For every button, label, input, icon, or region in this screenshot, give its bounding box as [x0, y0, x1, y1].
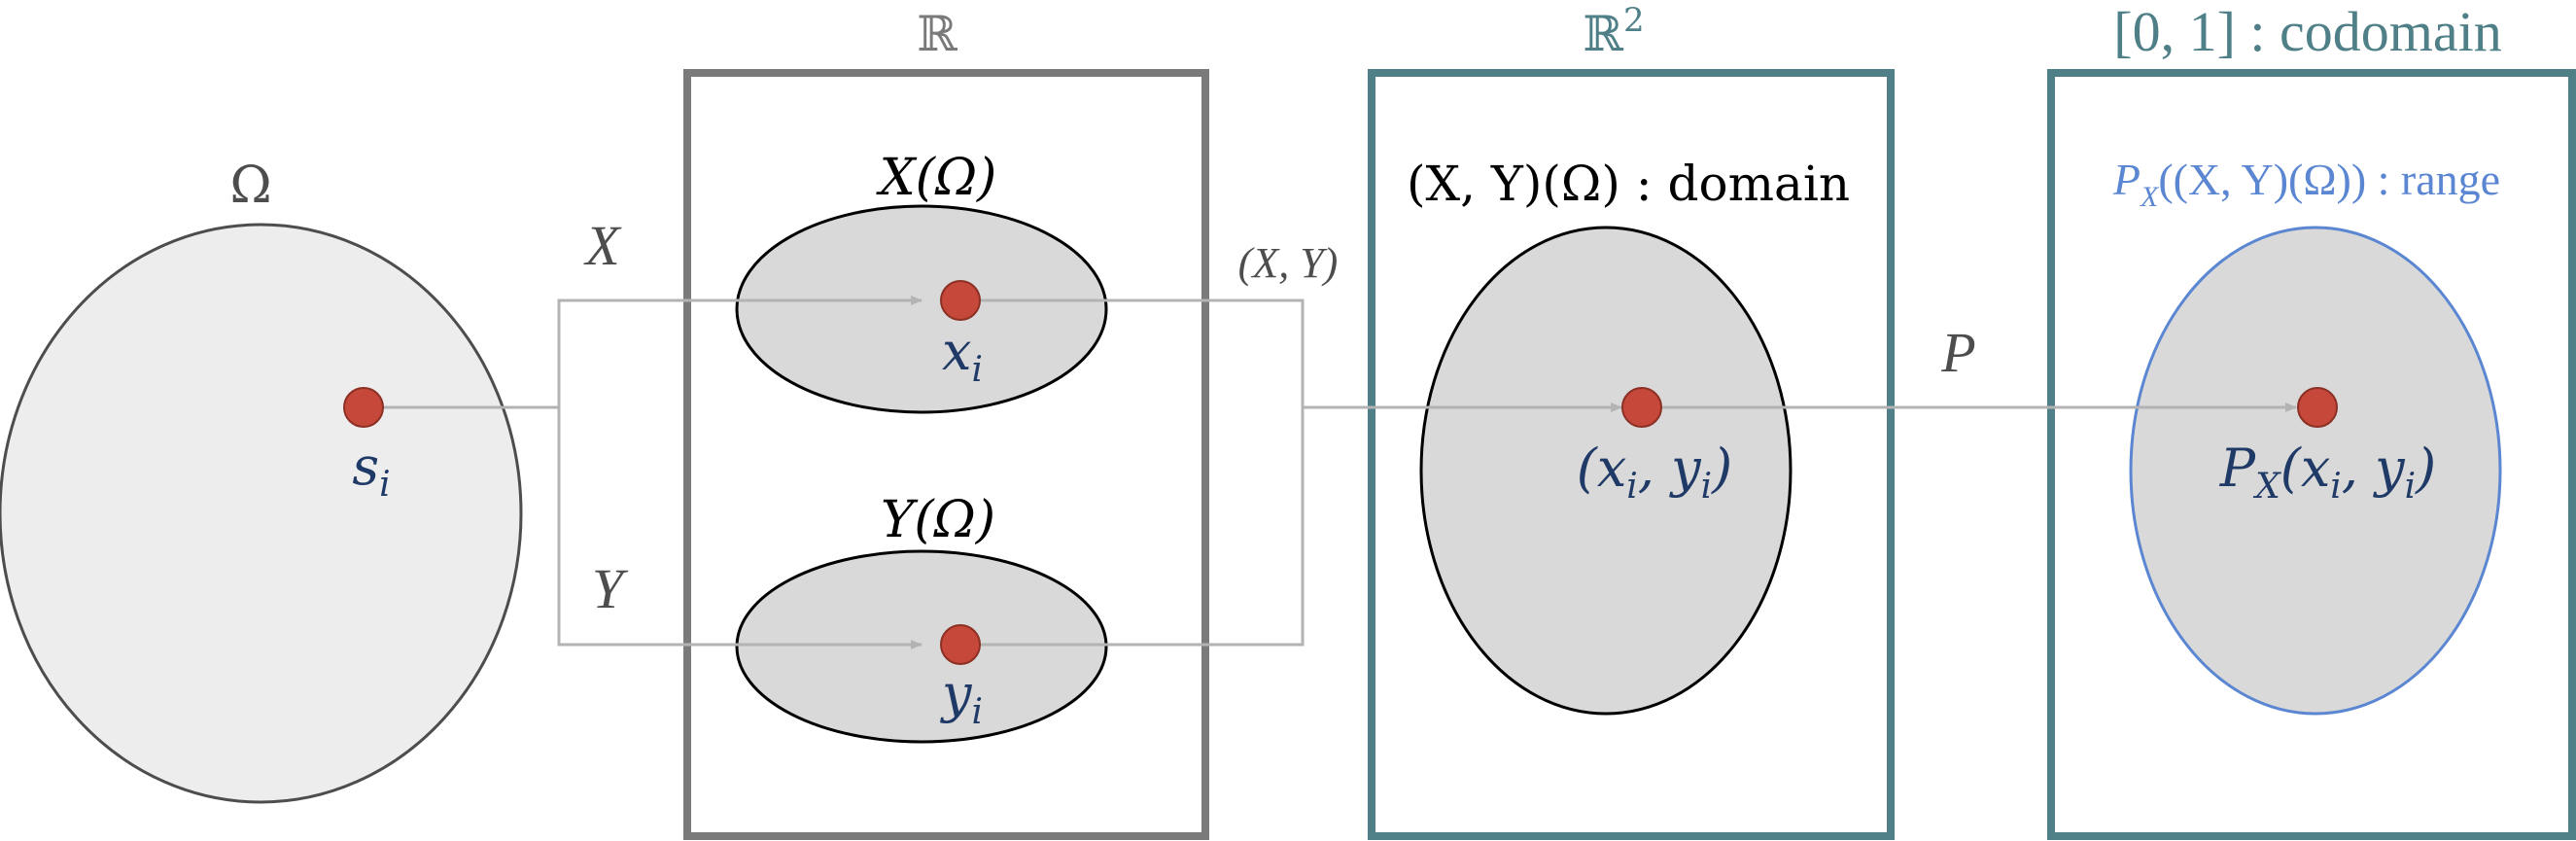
omega-label: Ω: [229, 157, 271, 215]
arrow-xy-label: (X, Y): [1238, 239, 1339, 287]
point-x-main: x: [942, 321, 971, 382]
domain-label: (X, Y)(Ω) : domain: [1407, 156, 1850, 212]
x-mapping-arrow: [557, 296, 922, 407]
pair-mid: , y: [1638, 438, 1702, 499]
reals-box: [683, 69, 1209, 840]
point-s: [343, 387, 384, 428]
pair-sub1: i: [1626, 467, 1638, 507]
point-y-label: yi: [940, 663, 983, 732]
point-xy-label: (xi, yi): [1577, 438, 1732, 507]
px-p: P: [2219, 438, 2257, 499]
point-s-sub: i: [379, 465, 391, 505]
point-y: [940, 624, 981, 665]
px-open: (x: [2280, 438, 2331, 499]
reals-label: ℝ: [917, 6, 957, 62]
point-s-label: si: [352, 436, 390, 505]
px-sub1: i: [2330, 467, 2342, 507]
px-mid: , y: [2342, 438, 2406, 499]
px-sub: X: [2252, 467, 2281, 507]
point-px-label: PX(xi, yi): [2219, 438, 2436, 507]
codomain-label: [0, 1] : codomain: [2113, 0, 2501, 63]
point-x-sub: i: [971, 350, 983, 390]
range-label: PX((X, Y)(Ω)) : range: [2112, 155, 2500, 213]
x-omega-label: X(Ω): [876, 149, 997, 207]
reals2-base: ℝ: [1583, 6, 1623, 62]
arrow-p-label: P: [1940, 321, 1975, 384]
range-set: [2129, 226, 2502, 716]
reals2-box: [1368, 69, 1895, 840]
xy-combine-upper: [962, 298, 1305, 407]
range-label-p: P: [2112, 155, 2141, 204]
point-y-sub: i: [972, 692, 984, 732]
y-range-set: [735, 549, 1108, 744]
range-label-sub: X: [2140, 181, 2160, 213]
arrow-x-label: X: [583, 214, 622, 277]
point-y-main: y: [940, 663, 973, 724]
y-mapping-arrow: [557, 407, 922, 649]
omega-set: [0, 223, 523, 804]
px-end: ): [2415, 438, 2436, 499]
point-xy: [1621, 387, 1662, 428]
point-px: [2297, 387, 2338, 428]
point-s-main: s: [352, 436, 379, 497]
point-x: [940, 280, 981, 321]
range-label-rest: ((X, Y)(Ω)) : range: [2158, 155, 2500, 204]
reals2-exponent: 2: [1623, 1, 1645, 40]
x-range-set: [735, 204, 1108, 414]
pair-open: (x: [1577, 438, 1627, 499]
domain-set: [1419, 226, 1793, 716]
reals2-label: ℝ2: [1583, 1, 1644, 62]
pair-end: ): [1711, 438, 1732, 499]
xy-combine-lower: [962, 407, 1305, 647]
y-omega-label: Y(Ω): [881, 491, 995, 549]
codomain-box: [2047, 69, 2576, 840]
pair-sub2: i: [1701, 467, 1713, 507]
arrow-y-label: Y: [592, 557, 629, 620]
px-sub2: i: [2405, 467, 2417, 507]
point-x-label: xi: [942, 321, 983, 390]
